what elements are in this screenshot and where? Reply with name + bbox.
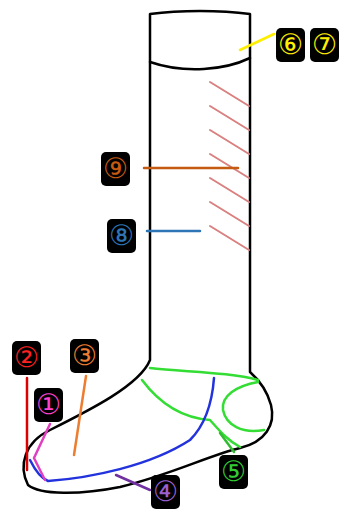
hatch-stroke — [210, 202, 249, 226]
hatch-stroke — [210, 106, 249, 130]
callout-number: ⑥ — [276, 28, 305, 62]
callout-number: ④ — [151, 475, 180, 509]
hatch-stroke — [210, 82, 249, 106]
leader-line — [220, 433, 234, 452]
leader-line — [144, 167, 238, 170]
leader-line — [74, 376, 86, 455]
hatch-stroke — [210, 130, 249, 154]
callout-number: ⑨ — [101, 152, 130, 186]
heel-panel — [223, 382, 264, 431]
leader-line — [147, 230, 200, 233]
callout-number: ① — [34, 388, 63, 422]
ankle-band — [150, 368, 258, 380]
sock-outline — [24, 11, 273, 493]
reinforcement-hatching — [210, 82, 249, 250]
instep-panel — [142, 380, 240, 447]
callout-number: ③ — [70, 339, 99, 373]
callout-number: ② — [12, 341, 41, 375]
leader-line — [116, 475, 150, 490]
hatch-stroke — [210, 178, 249, 202]
callout-number: ⑤ — [219, 455, 248, 489]
hatch-stroke — [210, 226, 249, 250]
sole-seam — [30, 378, 214, 481]
callout-number: ⑧ — [107, 219, 136, 253]
leader-line — [34, 424, 50, 480]
leader-line — [26, 378, 29, 470]
leader-line — [240, 34, 274, 50]
hatch-stroke — [210, 154, 249, 178]
cuff-line — [150, 58, 250, 69]
callout-number: ⑦ — [310, 28, 339, 62]
